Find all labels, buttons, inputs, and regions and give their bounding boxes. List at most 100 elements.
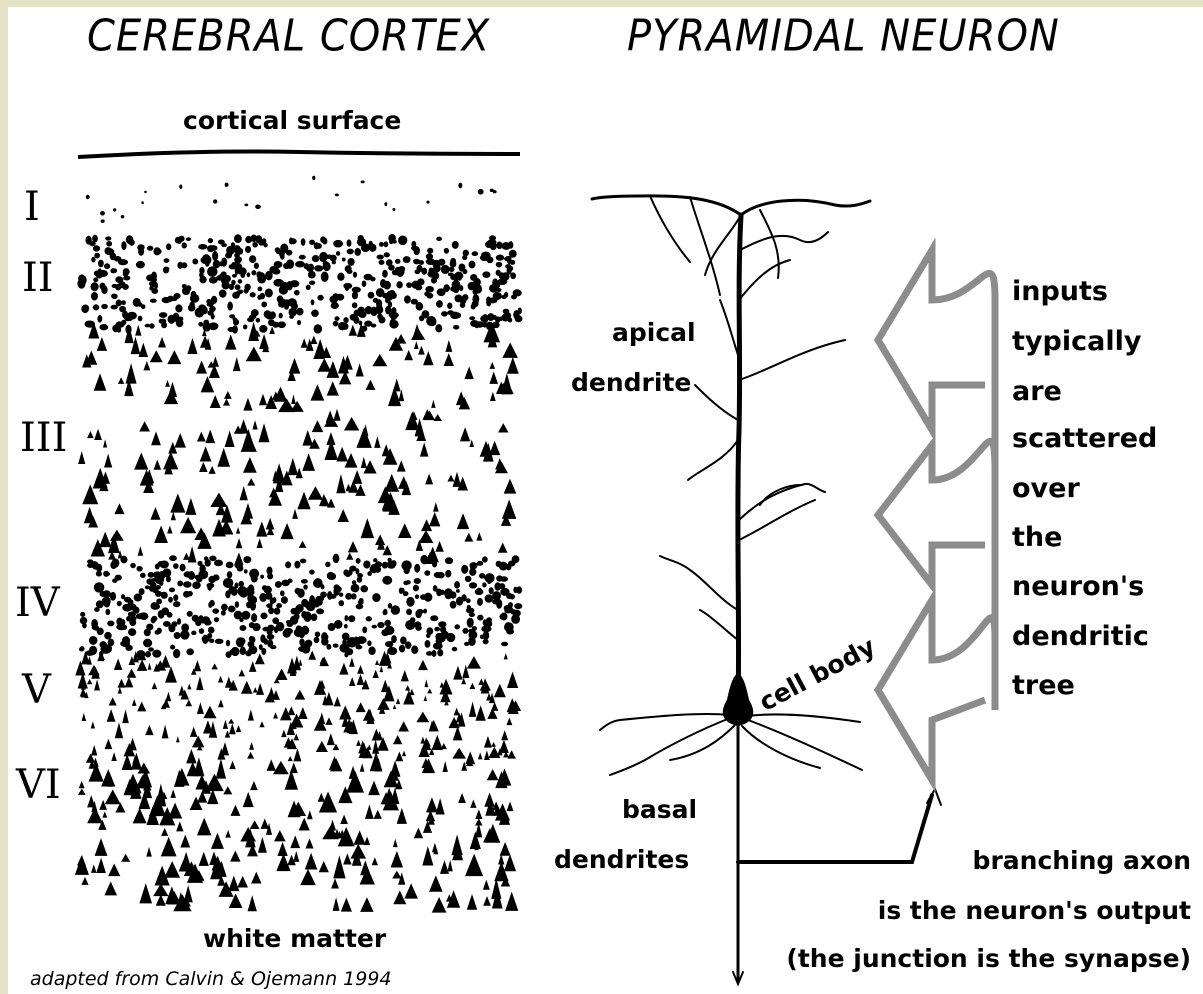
pyramidal-cell — [507, 672, 518, 688]
pyramidal-cell — [445, 340, 452, 352]
cortex-cell — [410, 617, 416, 623]
cortex-cell — [209, 600, 214, 607]
pyramidal-cell — [224, 391, 232, 399]
cortex-cell — [267, 630, 273, 635]
pyramidal-cell — [293, 748, 301, 761]
pyramidal-cell — [231, 805, 241, 816]
cortex-cell — [509, 594, 515, 600]
cortex-cell — [482, 316, 488, 324]
cortex-cell — [342, 323, 349, 330]
cortex-cell — [381, 629, 389, 636]
cortex-cell — [91, 282, 99, 291]
cortex-cell — [477, 598, 483, 606]
cortex-cell — [110, 268, 116, 273]
pyramidal-cell — [223, 399, 230, 406]
pyramidal-cell — [201, 376, 215, 392]
pyramidal-cell — [491, 742, 496, 747]
cortex-cell — [260, 612, 267, 619]
pyramidal-cell — [325, 717, 332, 725]
input-arrow-bottom — [878, 600, 995, 780]
cortex-cell — [458, 263, 465, 271]
cortex-cell — [473, 278, 481, 286]
pyramidal-cell — [212, 356, 219, 366]
pyramidal-cell — [404, 350, 413, 360]
cortex-cell — [170, 645, 175, 650]
pyramidal-cell — [427, 688, 432, 693]
cortex-cell — [121, 320, 126, 326]
cortex-cell — [238, 581, 244, 587]
cortex-cell — [202, 635, 210, 642]
cortex-cell — [279, 285, 288, 294]
cortex-cell — [506, 564, 511, 571]
cortex-cell — [104, 263, 110, 269]
pyramidal-cell — [348, 541, 358, 552]
cortex-cell — [261, 648, 266, 655]
pyramidal-cell — [336, 447, 348, 462]
cortex-cell — [386, 259, 393, 266]
pyramidal-cell — [311, 384, 325, 400]
cortex-cell — [354, 248, 361, 256]
cortex-cell — [432, 561, 437, 568]
cortex-cell — [496, 270, 501, 276]
pyramidal-cell — [384, 474, 399, 492]
cortex-cell — [333, 554, 340, 563]
cortex-cell — [312, 176, 315, 180]
cortex-cell — [320, 236, 326, 243]
cortex-cell — [476, 588, 481, 593]
pyramidal-cell — [425, 474, 433, 485]
pyramidal-cell — [105, 739, 113, 749]
cortex-cell — [121, 215, 125, 218]
pyramidal-cell — [267, 759, 276, 770]
pyramidal-cell — [490, 392, 496, 401]
pyramidal-cell — [392, 851, 402, 867]
cortex-cell — [251, 234, 257, 241]
pyramidal-cell — [357, 674, 365, 685]
cortex-cell — [423, 609, 427, 614]
cortex-cell — [395, 259, 401, 264]
pyramidal-cell — [429, 720, 439, 732]
cortex-cell — [460, 296, 467, 304]
pyramidal-cell — [327, 381, 339, 395]
cortex-cell — [295, 588, 301, 594]
cortex-cell — [382, 576, 392, 585]
cortex-cell — [331, 302, 339, 309]
cortex-cell — [493, 190, 497, 193]
cortex-cell — [369, 244, 377, 252]
cortex-cell — [411, 241, 416, 248]
white-matter-label: white matter — [203, 926, 386, 951]
pyramidal-cell — [257, 538, 263, 548]
cortex-cell — [110, 592, 116, 601]
cortex-cell — [305, 601, 313, 609]
pyramidal-cell — [495, 458, 504, 469]
pyramidal-cell — [146, 847, 152, 857]
cortex-cell — [462, 628, 468, 634]
pyramidal-cell — [290, 835, 300, 848]
cortex-cell — [320, 584, 324, 589]
pyramidal-cell — [168, 442, 177, 454]
cortex-cell — [159, 571, 166, 579]
cortex-cell — [382, 270, 388, 278]
cortex-cell — [515, 315, 523, 322]
cortex-cell — [465, 576, 472, 582]
cortex-cell — [110, 561, 117, 569]
cortex-cell — [498, 317, 503, 321]
pyramidal-cell — [393, 839, 398, 847]
cortex-cell — [334, 316, 339, 321]
cortex-cell — [226, 640, 230, 647]
cortex-cell — [209, 639, 214, 643]
cortex-cell — [130, 616, 136, 621]
cortex-cell — [447, 310, 454, 315]
cortex-cell — [206, 299, 211, 304]
pyramidal-cell — [308, 486, 323, 500]
pyramidal-cell — [125, 677, 134, 688]
pyramidal-cell — [404, 883, 418, 898]
cortex-cell — [508, 241, 513, 249]
pyramidal-cell — [87, 431, 94, 438]
cortex-cell — [384, 252, 390, 257]
cortex-cell — [121, 625, 127, 630]
cortex-cell — [440, 631, 449, 639]
pyramidal-cell — [150, 507, 160, 520]
cortex-cell — [468, 637, 476, 646]
cortex-cell — [280, 300, 286, 307]
pyramidal-cell — [108, 864, 120, 877]
